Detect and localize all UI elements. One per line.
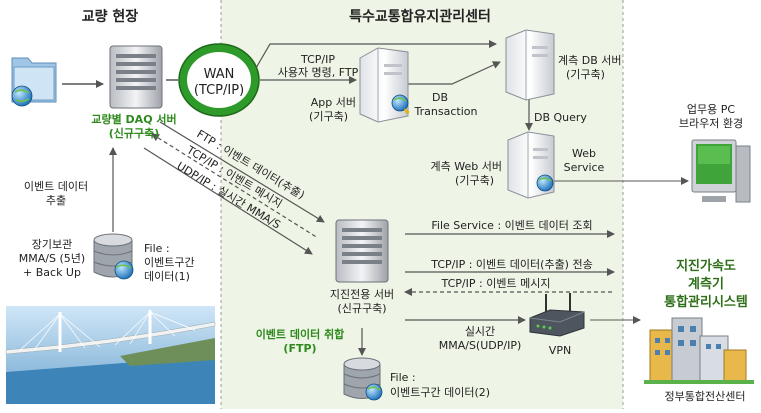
- tcp-msg-diag-line: [151, 133, 319, 239]
- seismic-server-icon: [335, 219, 389, 283]
- site-section-title: 교량 현장: [82, 8, 139, 25]
- db-server-label: 계측 DB 서버: [558, 54, 622, 67]
- realtime-mma-label: 실시간: [465, 325, 495, 338]
- file2-label: File :: [390, 371, 416, 384]
- wan-node: [178, 43, 260, 117]
- db-transaction-label: DB: [432, 91, 448, 104]
- seismic-server-label: 지진전용 서버: [330, 288, 394, 301]
- ftp-event-line: [159, 121, 325, 223]
- db-server-sublabel: (기구축): [566, 68, 605, 81]
- storage-backup-label: + Back Up: [23, 266, 81, 279]
- app-server-icon: [359, 47, 410, 123]
- center-section-bg: [221, 0, 623, 409]
- realtime-mma-sublabel: MMA/S(UDP/IP): [439, 339, 522, 352]
- daq-server-label: 교량별 DAQ 서버: [91, 112, 176, 126]
- daq-server-sublabel: (신규구축): [109, 126, 160, 140]
- tcp-msg-label: TCP/IP : 이벤트 메시지: [441, 277, 551, 290]
- storage-db-icon: [93, 233, 134, 280]
- wan-to-db-arrow: [255, 40, 497, 69]
- web-server-sublabel: (기구축): [455, 174, 494, 187]
- web-server-icon: [507, 131, 555, 199]
- tcp-cmd-label: TCP/IP: [300, 53, 335, 66]
- app-server-label: App 서버: [311, 96, 356, 109]
- monitor-system-sublabel: 계측기: [688, 276, 724, 292]
- office-pc-sublabel: 브라우저 환경: [679, 117, 743, 130]
- web-service-label: Web: [572, 147, 596, 160]
- file-service-label: File Service : 이벤트 데이터 조회: [431, 219, 592, 232]
- tcp-cmd-sublabel: 사용자 명령, FTP: [278, 66, 359, 79]
- vpn-router-icon: [529, 293, 585, 337]
- db-query-label: DB Query: [534, 111, 587, 124]
- bridge-photo: [5, 306, 216, 404]
- event-capture-sublabel: (FTP): [283, 342, 316, 355]
- office-pc-label: 업무용 PC: [687, 103, 735, 116]
- file1-data-label: 데이터(1): [144, 270, 190, 283]
- web-server-label: 계측 Web 서버: [431, 160, 502, 173]
- event-extract-label: 이벤트 데이터: [24, 180, 88, 193]
- file1-label: File :: [144, 242, 170, 255]
- db-server-icon: [505, 29, 555, 101]
- seismic-server-sublabel: (신규구축): [337, 302, 386, 315]
- file2-sublabel: 이벤트구간 데이터(2): [390, 386, 490, 399]
- storage-sublabel: MMA/S (5년): [19, 252, 85, 265]
- udp-mma-line: [143, 147, 313, 255]
- wan-sublabel: (TCP/IP): [194, 83, 244, 98]
- wan-label: WAN: [204, 67, 235, 82]
- monitor-system-name: 통합관리시스템: [664, 294, 748, 310]
- daq-server-icon: [109, 45, 163, 109]
- app-server-sublabel: (기구축): [309, 110, 348, 123]
- file2-db-icon: [343, 357, 383, 401]
- monitor-system-label: 지진가속도: [676, 258, 736, 274]
- vpn-label: VPN: [549, 344, 571, 357]
- folder-globe-icon: [11, 57, 57, 107]
- app-to-db-arrow: [408, 61, 501, 85]
- db-transaction-sublabel: Transaction: [414, 105, 478, 118]
- center-section-title: 특수교통합유지관리센터: [349, 8, 491, 25]
- office-pc-icon: [691, 139, 751, 203]
- web-service-sublabel: Service: [564, 161, 605, 174]
- event-capture-label: 이벤트 데이터 취합: [256, 327, 345, 341]
- gov-center-label: 정부통합전산센터: [665, 390, 746, 403]
- gov-center-buildings-icon: [644, 317, 754, 384]
- file1-sublabel: 이벤트구간: [144, 256, 195, 269]
- tcp-transfer-label: TCP/IP : 이벤트 데이터(추출) 전송: [430, 258, 592, 271]
- storage-label: 장기보관: [32, 238, 72, 251]
- event-extract-sublabel: 추출: [46, 194, 66, 207]
